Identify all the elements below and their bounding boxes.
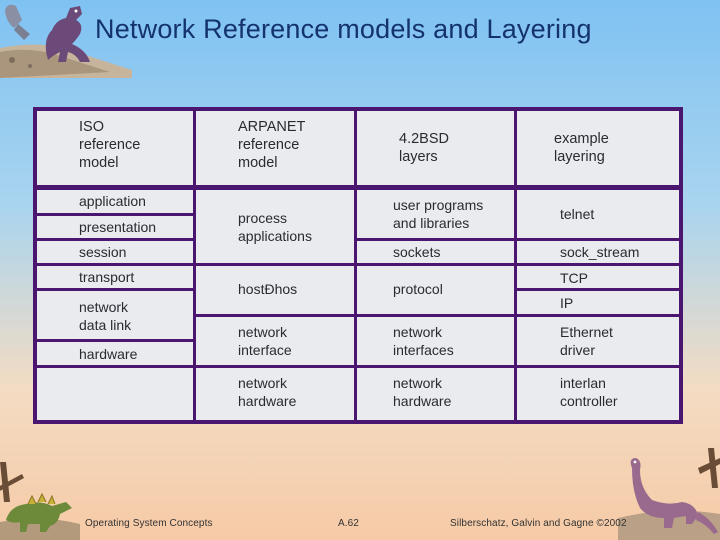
header-example-text: example layering: [554, 131, 609, 165]
bsd-sockets: sockets: [357, 241, 514, 263]
bsd-user-programs-text: user programs and libraries: [393, 197, 484, 231]
arpanet-network-hardware: network hardware: [196, 368, 354, 420]
iso-application: application: [37, 190, 193, 213]
iso-session: session: [37, 241, 193, 263]
iso-transport-text: transport: [79, 269, 135, 285]
iso-network-datalink: network data link: [37, 291, 193, 339]
example-telnet: telnet: [517, 190, 679, 238]
example-interlan-text: interlan controller: [560, 375, 618, 409]
example-ethernet: Ethernet driver: [517, 317, 679, 365]
iso-application-text: application: [79, 193, 146, 209]
bsd-protocol: protocol: [357, 266, 514, 314]
arpanet-process-text: process applications: [238, 210, 312, 244]
iso-transport: transport: [37, 266, 193, 288]
example-sock-stream-text: sock_stream: [560, 244, 640, 260]
iso-empty: [37, 368, 193, 420]
header-bsd-text: 4.2BSD layers: [399, 131, 449, 165]
arpanet-network-interface-text: network interface: [238, 324, 292, 358]
header-iso: ISO reference model: [37, 111, 193, 185]
iso-hardware: hardware: [37, 342, 193, 365]
iso-presentation: presentation: [37, 216, 193, 238]
bsd-user-programs: user programs and libraries: [357, 190, 514, 238]
footer-page-number: A.62: [338, 518, 359, 529]
footer-book-title: Operating System Concepts: [85, 518, 213, 529]
arpanet-process: process applications: [196, 190, 354, 263]
dinosaur-illustration-top-left: [0, 4, 132, 78]
iso-session-text: session: [79, 244, 127, 260]
bsd-network-interfaces-text: network interfaces: [393, 324, 454, 358]
example-tcp: TCP: [517, 266, 679, 288]
arpanet-hostdhos-text: hostĐhos: [238, 281, 298, 297]
arpanet-network-interface: network interface: [196, 317, 354, 365]
bsd-network-hardware: network hardware: [357, 368, 514, 420]
arpanet-hostdhos: hostĐhos: [196, 266, 354, 314]
bsd-network-hardware-text: network hardware: [393, 375, 452, 409]
example-sock-stream: sock_stream: [517, 241, 679, 263]
header-example: example layering: [517, 111, 679, 185]
slide-title: Network Reference models and Layering: [95, 14, 592, 44]
example-tcp-text: TCP: [560, 270, 588, 286]
table-grid: ISO reference model ARPANET reference mo…: [37, 111, 679, 420]
dinosaur-illustration-bottom-left: [0, 462, 80, 540]
iso-presentation-text: presentation: [79, 219, 157, 235]
iso-network-datalink-text: network data link: [79, 299, 132, 333]
iso-hardware-text: hardware: [79, 346, 138, 362]
network-layering-table: ISO reference model ARPANET reference mo…: [33, 107, 683, 424]
bsd-sockets-text: sockets: [393, 244, 441, 260]
header-arpanet: ARPANET reference model: [196, 111, 354, 185]
footer-authors: Silberschatz, Galvin and Gagne ©2002: [450, 518, 627, 529]
example-ethernet-text: Ethernet driver: [560, 324, 613, 358]
header-bsd: 4.2BSD layers: [357, 111, 514, 185]
header-iso-text: ISO reference model: [79, 119, 141, 171]
bsd-protocol-text: protocol: [393, 281, 443, 297]
header-arpanet-text: ARPANET reference model: [238, 119, 306, 171]
example-ip-text: IP: [560, 295, 574, 311]
example-ip: IP: [517, 291, 679, 314]
example-interlan: interlan controller: [517, 368, 679, 420]
example-telnet-text: telnet: [560, 206, 595, 222]
dinosaur-illustration-bottom-right: [618, 448, 720, 540]
bsd-network-interfaces: network interfaces: [357, 317, 514, 365]
arpanet-network-hardware-text: network hardware: [238, 375, 297, 409]
